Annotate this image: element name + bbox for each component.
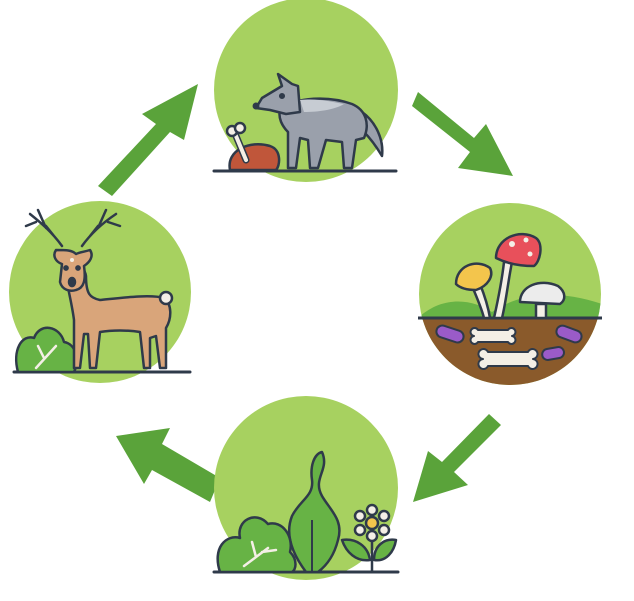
flower-icon — [340, 503, 398, 572]
arrow-decomposers-to-plants — [413, 414, 501, 502]
bones-icon — [469, 327, 539, 370]
wolf-icon — [252, 72, 384, 170]
node-herbivore — [9, 201, 192, 383]
tall-plant-icon — [287, 450, 341, 574]
meat-drumstick-icon — [225, 121, 281, 172]
node-decomposers — [418, 203, 602, 385]
node-predator — [212, 0, 398, 182]
arrow-predator-to-decomposers — [412, 92, 513, 176]
grubs-icon — [435, 324, 583, 361]
antlers — [24, 208, 122, 248]
bush-icon — [216, 516, 297, 574]
deer-icon — [24, 208, 174, 370]
node-plants — [212, 396, 400, 580]
cycle-arrows — [98, 84, 513, 502]
arrow-plants-to-herbivore — [116, 428, 220, 502]
arrow-herbivore-to-predator — [98, 84, 198, 196]
mushrooms-icon — [454, 232, 566, 320]
